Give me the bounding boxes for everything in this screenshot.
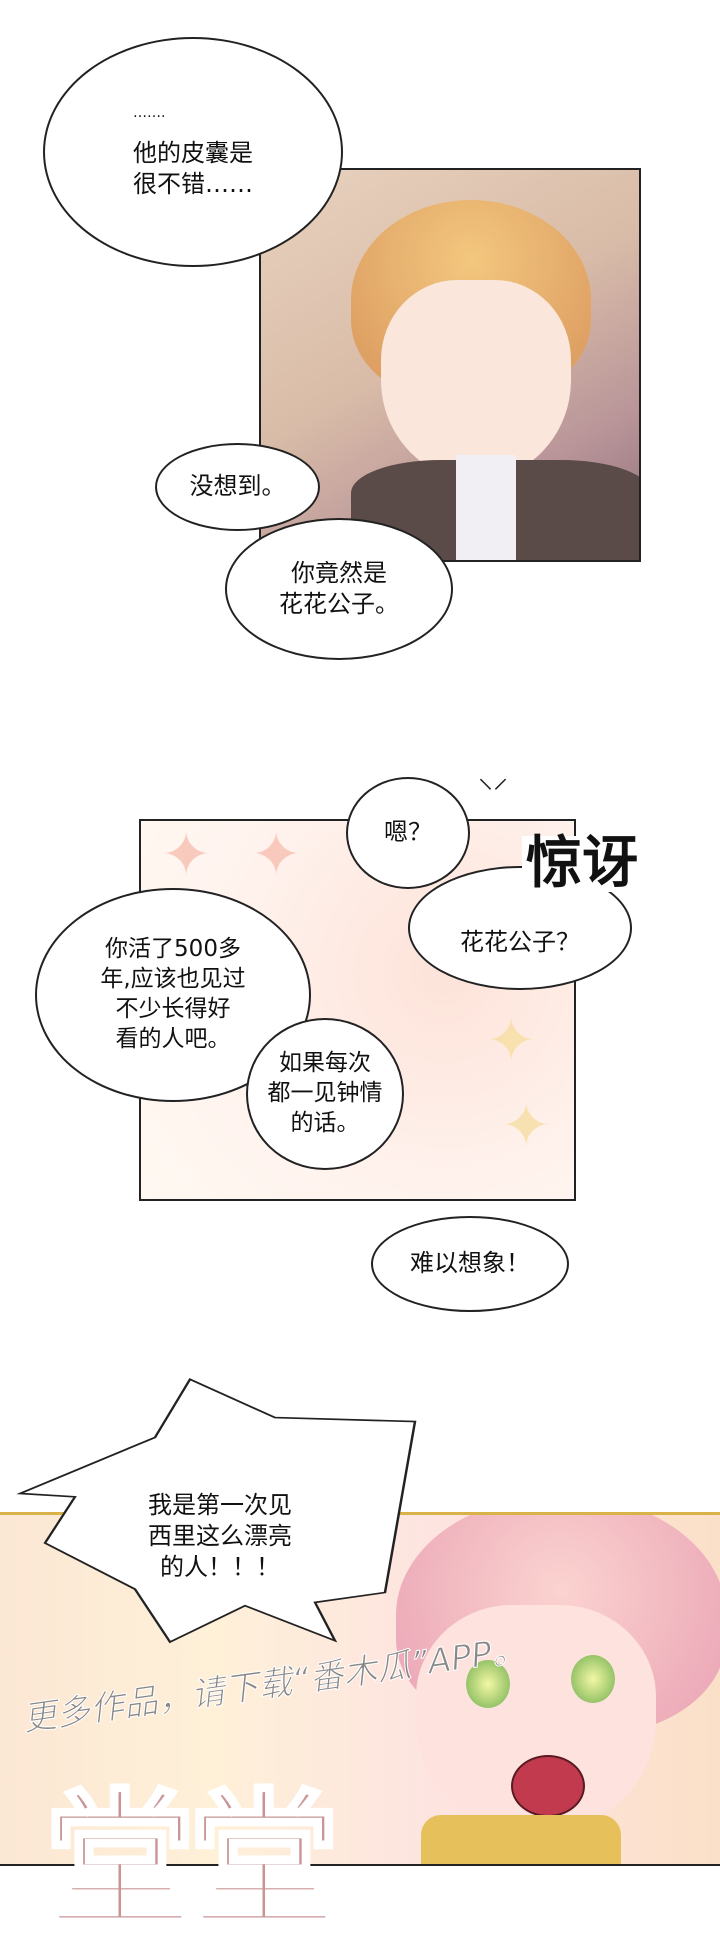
bubble-line: 西里这么漂亮 — [148, 1522, 292, 1551]
panel-1-art — [259, 168, 641, 562]
character-face — [381, 280, 571, 480]
sparkle-icon: ✦ — [501, 1091, 552, 1161]
spiky-bubble-text: 我是第一次见 西里这么漂亮 的人！！！ — [100, 1490, 340, 1584]
bubble-line: 看的人吧。 — [115, 1025, 231, 1052]
bubble-line: 很不错…… — [133, 170, 253, 199]
character-eye — [571, 1655, 615, 1703]
bubble-line: 他的皮囊是 — [133, 138, 253, 167]
sfx-surprise: 惊讶 — [522, 836, 642, 892]
bubble-line: 没想到。 — [189, 472, 286, 501]
character-collar — [456, 455, 516, 560]
bubble-line: 我是第一次见 — [148, 1491, 292, 1519]
bubble-line: 不少长得好 — [115, 996, 231, 1022]
speech-bubble: 嗯？ — [346, 777, 470, 889]
speech-bubble: 你竟然是花花公子。 — [225, 518, 453, 660]
bubble-line: 花花公子？ — [460, 928, 580, 957]
sparkle-icon: ✦ — [251, 820, 302, 890]
sparkle-icon: ✦ — [161, 820, 212, 890]
speech-bubble: 没想到。 — [155, 443, 320, 531]
bubble-line: 如果每次 — [279, 1050, 371, 1077]
bubble-line: 的人！！！ — [160, 1553, 280, 1582]
bubble-line: 难以想象！ — [410, 1249, 530, 1278]
sfx-text: 堂堂 — [43, 1776, 341, 1950]
bubble-line: 年,应该也见过 — [100, 966, 246, 993]
bubble-line: ……. — [133, 104, 166, 121]
speech-bubble: ……. 他的皮囊是 很不错…… — [43, 37, 343, 267]
speech-bubble: 如果每次都一见钟情的话。 — [246, 1018, 404, 1170]
bubble-line: 嗯？ — [384, 818, 432, 847]
character-eye — [466, 1660, 510, 1708]
bubble-line: 你竟然是 — [291, 558, 387, 587]
surprise-mark-icon: ⸌⸍ — [478, 773, 508, 808]
character-mouth — [511, 1755, 585, 1817]
spiky-speech-bubble — [16, 1378, 417, 1644]
bubble-line: 的话。 — [290, 1109, 360, 1136]
bubble-line: 你活了500多 — [105, 936, 241, 963]
sparkle-icon: ✦ — [486, 1006, 537, 1076]
character-collar — [421, 1815, 621, 1864]
speech-bubble: 难以想象！ — [371, 1216, 569, 1312]
bubble-line: 都一见钟情 — [267, 1080, 383, 1107]
bubble-line: 花花公子。 — [279, 590, 399, 618]
